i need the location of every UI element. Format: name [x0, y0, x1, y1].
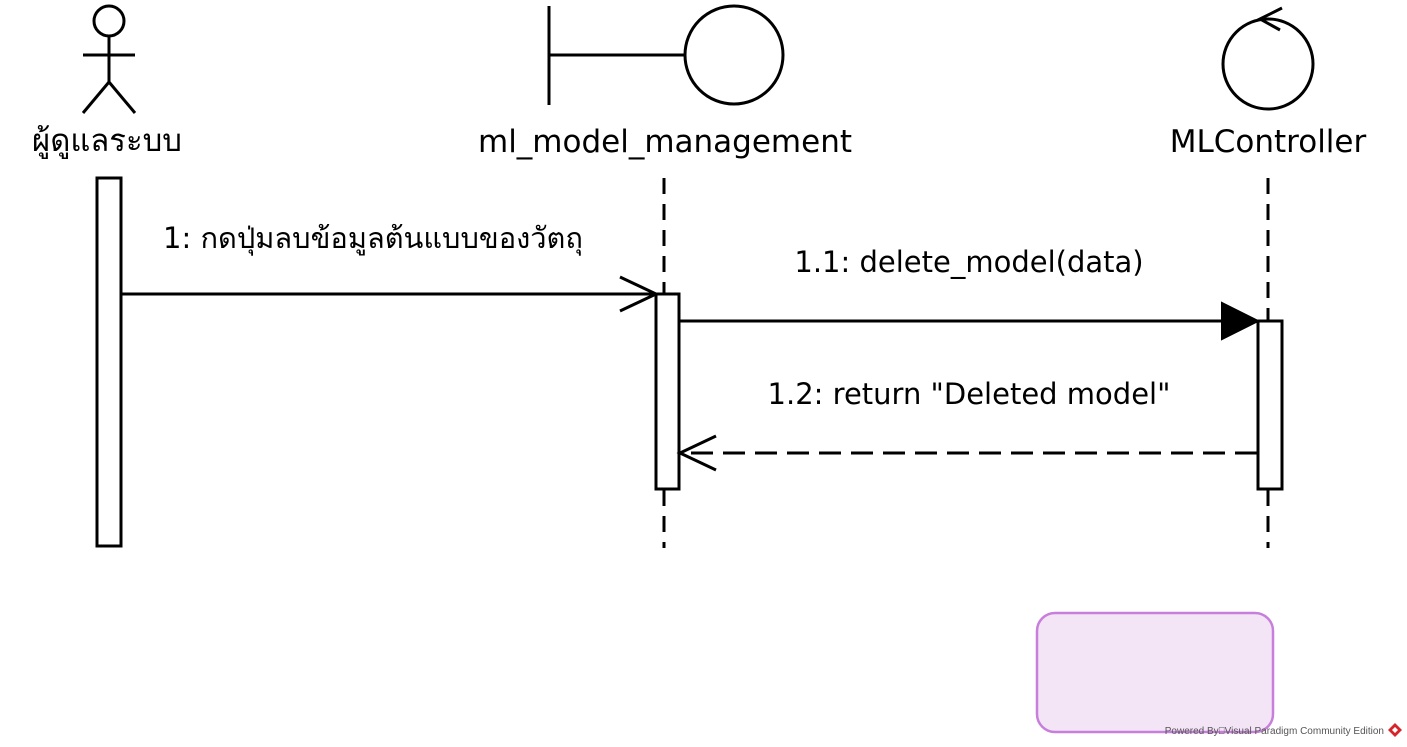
boundary-activation-bar [654, 292, 681, 491]
actor-name: ผู้ดูแลระบบ [32, 123, 182, 159]
open-arrowhead-icon [676, 434, 717, 472]
message-1-label: 1: กดปุ่มลบข้อมูลต้นแบบของวัตถุ [163, 221, 583, 256]
open-arrowhead-icon [619, 275, 660, 313]
control-participant[interactable]: MLController [1170, 6, 1367, 160]
visual-paradigm-logo-icon [1388, 723, 1402, 737]
filled-arrowhead-icon [1221, 301, 1261, 341]
note-box[interactable] [1035, 611, 1275, 734]
boundary-name: ml_model_management [478, 124, 852, 160]
boundary-participant[interactable]: ml_model_management [478, 4, 852, 160]
message-2-label: 1.1: delete_model(data) [794, 245, 1143, 279]
control-name: MLController [1170, 124, 1367, 160]
boundary-icon [547, 4, 785, 106]
message-3[interactable]: 1.2: return "Deleted model" [676, 377, 1257, 472]
message-3-label: 1.2: return "Deleted model" [768, 377, 1171, 411]
actor-activation-bar [95, 176, 123, 548]
actor-participant[interactable]: ผู้ดูแลระบบ [32, 4, 182, 159]
actor-stick-figure-icon [81, 4, 137, 114]
message-2[interactable]: 1.1: delete_model(data) [679, 245, 1261, 341]
message-1[interactable]: 1: กดปุ่มลบข้อมูลต้นแบบของวัตถุ [121, 221, 660, 313]
control-icon [1221, 6, 1315, 111]
control-activation-bar [1256, 319, 1284, 491]
watermark-text: Powered By⎕Visual Paradigm Community Edi… [1165, 726, 1384, 737]
